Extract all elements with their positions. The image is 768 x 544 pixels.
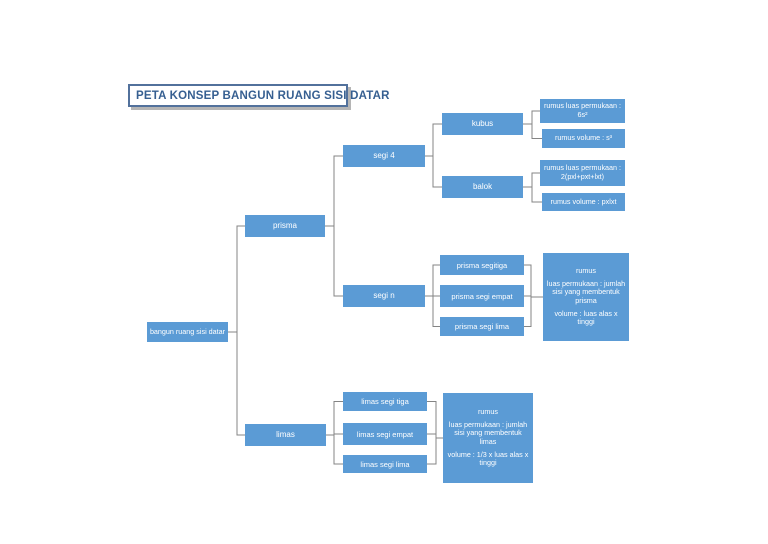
node-limas-rumus: rumus luas permukaan : jumlah sisi yang m… [443,393,533,483]
edge-prisma-segitiga-to-prisma-rumus [524,264,543,298]
edge-root-to-prisma [228,225,245,333]
node-limas-segi-tiga: limas segi tiga [343,392,427,411]
edge-segi4-to-balok [425,155,442,188]
node-limas-segi-lima: limas segi lima [343,455,427,473]
edge-prisma-to-segi4 [325,155,343,227]
node-limas-segi-empat: limas segi empat [343,423,427,445]
node-limas-rumus-line: volume : 1/3 x luas alas x tinggi [447,449,529,468]
edge-limas-segi-empat-to-limas-rumus [427,433,443,439]
edge-balok-to-balok-luas-permukaan [523,172,540,188]
node-prisma: prisma [245,215,325,237]
node-kubus-luas-permukaan: rumus luas permukaan : 6s² [540,99,625,123]
edge-segin-to-prisma-segitiga [425,264,440,297]
node-limas-rumus-line: rumus [478,407,498,417]
node-root: bangun ruang sisi datar [147,322,228,342]
node-balok: balok [442,176,523,198]
node-prisma-rumus-line: volume : luas alas x tinggi [554,308,618,327]
node-segin: segi n [343,285,425,307]
node-kubus: kubus [442,113,523,135]
page-title: PETA KONSEP BANGUN RUANG SISI DATAR [136,89,390,102]
node-balok-volume: rumus volume : pxlxt [542,193,625,211]
node-segi4: segi 4 [343,145,425,167]
edge-limas-to-limas-segi-lima [326,434,343,465]
node-prisma-rumus: rumus luas permukaan : jumlah sisi yang m… [543,253,629,341]
node-limas-rumus-line: luas permukaan : jumlah sisi yang memben… [448,419,528,446]
edge-root-to-limas [228,331,245,436]
node-limas: limas [245,424,326,446]
node-prisma-segi-lima: prisma segi lima [440,317,524,336]
node-prisma-segitiga: prisma segitiga [440,255,524,275]
edge-limas-to-limas-segi-tiga [326,401,343,436]
edge-balok-to-balok-volume [523,186,542,203]
title-box: PETA KONSEP BANGUN RUANG SISI DATAR [128,84,389,107]
node-prisma-rumus-line: rumus [576,266,596,276]
node-prisma-rumus-line: luas permukaan : jumlah sisi yang memben… [546,278,626,305]
edge-kubus-to-kubus-luas-permukaan [523,110,540,125]
edge-prisma-to-segin [325,225,343,297]
edge-limas-segi-lima-to-limas-rumus [427,437,443,465]
node-balok-luas-permukaan: rumus luas permukaan : 2(pxl+pxt+lxt) [540,160,625,186]
edge-prisma-segi-lima-to-prisma-rumus [524,296,543,327]
edge-segi4-to-kubus [425,123,442,157]
node-kubus-volume: rumus volume : s³ [542,129,625,148]
edge-limas-segi-tiga-to-limas-rumus [427,401,443,439]
edge-kubus-to-kubus-volume [523,123,542,139]
node-prisma-segi-empat: prisma segi empat [440,285,524,307]
edge-segin-to-prisma-segi-lima [425,295,440,327]
